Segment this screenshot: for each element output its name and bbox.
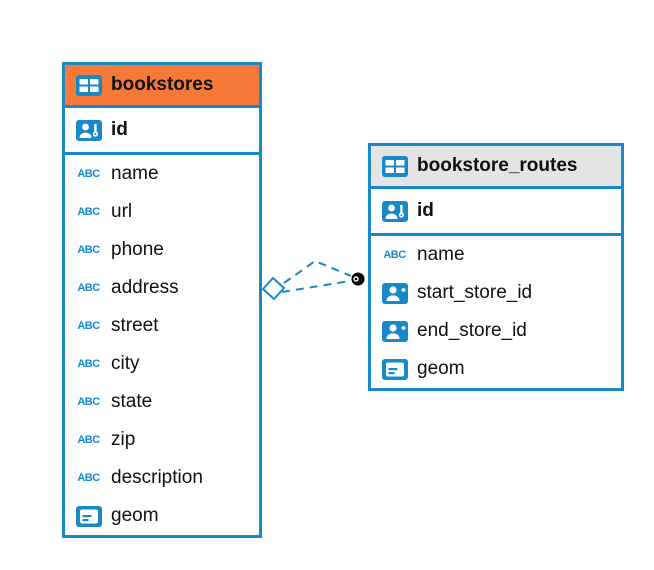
column-row-state[interactable]: ABC state bbox=[65, 383, 259, 421]
column-row-name[interactable]: ABC name bbox=[371, 236, 621, 274]
primary-key-section: id bbox=[65, 108, 259, 155]
column-name: id bbox=[417, 200, 434, 221]
table-bookstore-routes[interactable]: bookstore_routes id ABC name start_store_i… bbox=[368, 143, 624, 391]
table-header-bookstores[interactable]: bookstores bbox=[65, 65, 259, 108]
text-type-icon: ABC bbox=[77, 320, 100, 332]
text-type-icon: ABC bbox=[77, 206, 100, 218]
column-name: name bbox=[417, 244, 465, 265]
column-row-geom[interactable]: geom bbox=[371, 350, 621, 388]
column-row-start_store_id[interactable]: start_store_id bbox=[371, 274, 621, 312]
text-type-icon: ABC bbox=[77, 168, 100, 180]
column-name: name bbox=[111, 163, 159, 184]
column-row-city[interactable]: ABC city bbox=[65, 345, 259, 383]
table-title: bookstores bbox=[111, 74, 214, 95]
column-row-name[interactable]: ABC name bbox=[65, 155, 259, 193]
geometry-type-icon bbox=[381, 358, 408, 380]
text-type-icon: ABC bbox=[77, 396, 100, 408]
column-name: description bbox=[111, 467, 203, 488]
column-name: address bbox=[111, 277, 179, 298]
column-name: geom bbox=[111, 505, 159, 526]
column-row-id[interactable]: id bbox=[65, 108, 259, 152]
text-type-icon: ABC bbox=[383, 249, 406, 261]
relation-diamond-marker bbox=[261, 276, 286, 301]
person-type-icon bbox=[381, 320, 408, 342]
column-name: state bbox=[111, 391, 153, 412]
column-row-description[interactable]: ABC description bbox=[65, 459, 259, 497]
geometry-type-icon bbox=[75, 505, 102, 527]
column-name: url bbox=[111, 201, 133, 222]
column-name: phone bbox=[111, 239, 164, 260]
table-icon bbox=[75, 74, 102, 96]
column-row-id[interactable]: id bbox=[371, 189, 621, 233]
primary-key-icon bbox=[75, 119, 102, 141]
column-name: end_store_id bbox=[417, 320, 527, 341]
table-header-bookstore-routes[interactable]: bookstore_routes bbox=[371, 146, 621, 189]
text-type-icon: ABC bbox=[77, 472, 100, 484]
text-type-icon: ABC bbox=[77, 244, 100, 256]
column-row-url[interactable]: ABC url bbox=[65, 193, 259, 231]
relation-bookstores-bookstore_routes[interactable] bbox=[261, 259, 365, 301]
column-row-geom[interactable]: geom bbox=[65, 497, 259, 535]
column-name: id bbox=[111, 119, 128, 140]
column-name: zip bbox=[111, 429, 136, 450]
column-name: geom bbox=[417, 358, 465, 379]
column-name: street bbox=[111, 315, 159, 336]
text-type-icon: ABC bbox=[77, 282, 100, 294]
column-row-address[interactable]: ABC address bbox=[65, 269, 259, 307]
column-row-street[interactable]: ABC street bbox=[65, 307, 259, 345]
column-row-end_store_id[interactable]: end_store_id bbox=[371, 312, 621, 350]
text-type-icon: ABC bbox=[77, 358, 100, 370]
primary-key-icon bbox=[381, 200, 408, 222]
column-name: city bbox=[111, 353, 140, 374]
primary-key-section: id bbox=[371, 189, 621, 236]
person-type-icon bbox=[381, 282, 408, 304]
column-row-zip[interactable]: ABC zip bbox=[65, 421, 259, 459]
table-title: bookstore_routes bbox=[417, 155, 578, 176]
column-name: start_store_id bbox=[417, 282, 533, 303]
table-icon bbox=[381, 155, 408, 177]
text-type-icon: ABC bbox=[77, 434, 100, 446]
column-row-phone[interactable]: ABC phone bbox=[65, 231, 259, 269]
